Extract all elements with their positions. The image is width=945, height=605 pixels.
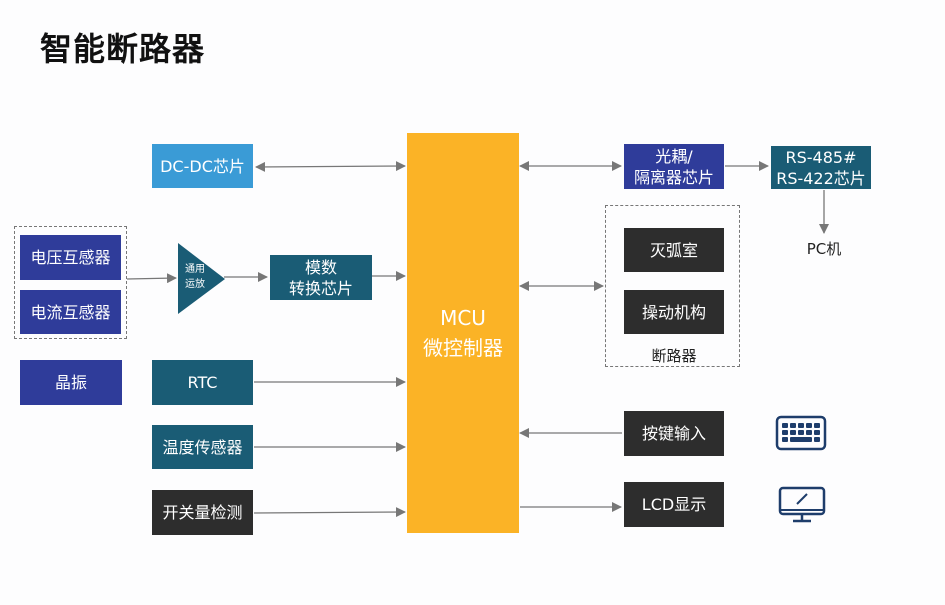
rtc-box: RTC	[152, 360, 253, 405]
rs485-line1: RS-485#	[785, 147, 857, 167]
temp-sensor-box: 温度传感器	[152, 425, 253, 469]
op-amp-label: 通用 运放	[178, 262, 212, 292]
monitor-icon	[778, 486, 826, 523]
rs485-box: RS-485# RS-422芯片	[771, 146, 871, 189]
op-amp-label-line1: 通用	[185, 264, 205, 275]
page-title: 智能断路器	[40, 30, 206, 68]
optocoupler-line2: 隔离器芯片	[633, 167, 714, 187]
op-amp-triangle	[178, 243, 225, 314]
key-input-box: 按键输入	[624, 411, 724, 456]
current-sensor-box: 电流互感器	[20, 290, 121, 334]
breaker-group	[605, 205, 740, 367]
lcd-display-box: LCD显示	[624, 482, 724, 527]
pc-label: PC机	[806, 240, 842, 258]
op-amp-label-line2: 运放	[185, 279, 205, 290]
arc-chamber-box: 灭弧室	[624, 228, 724, 272]
adc-chip-line2: 转换芯片	[288, 278, 353, 298]
optocoupler-line1: 光耦/	[655, 146, 693, 166]
optocoupler-box: 光耦/ 隔离器芯片	[624, 144, 724, 189]
breaker-group-label: 断路器	[651, 347, 697, 365]
sensor-group	[14, 226, 127, 339]
adc-chip-box: 模数 转换芯片	[270, 255, 372, 300]
mcu-label-line1: MCU	[440, 306, 486, 330]
switch-detect-box: 开关量检测	[152, 490, 253, 535]
voltage-sensor-box: 电压互感器	[20, 235, 121, 280]
mechanism-box: 操动机构	[624, 290, 724, 334]
mcu-label-line2: 微控制器	[423, 336, 503, 360]
dcdc-chip-box: DC-DC芯片	[152, 144, 253, 188]
adc-chip-line1: 模数	[304, 257, 337, 277]
rs485-line2: RS-422芯片	[776, 168, 866, 188]
mcu-block: MCU 微控制器	[407, 133, 519, 533]
arrow-dcdc-mcu	[255, 161, 406, 172]
crystal-box: 晶振	[20, 360, 122, 405]
arrow-sensors-amp	[126, 273, 177, 284]
arrow-switch-mcu	[253, 507, 406, 518]
keyboard-icon	[775, 415, 827, 451]
